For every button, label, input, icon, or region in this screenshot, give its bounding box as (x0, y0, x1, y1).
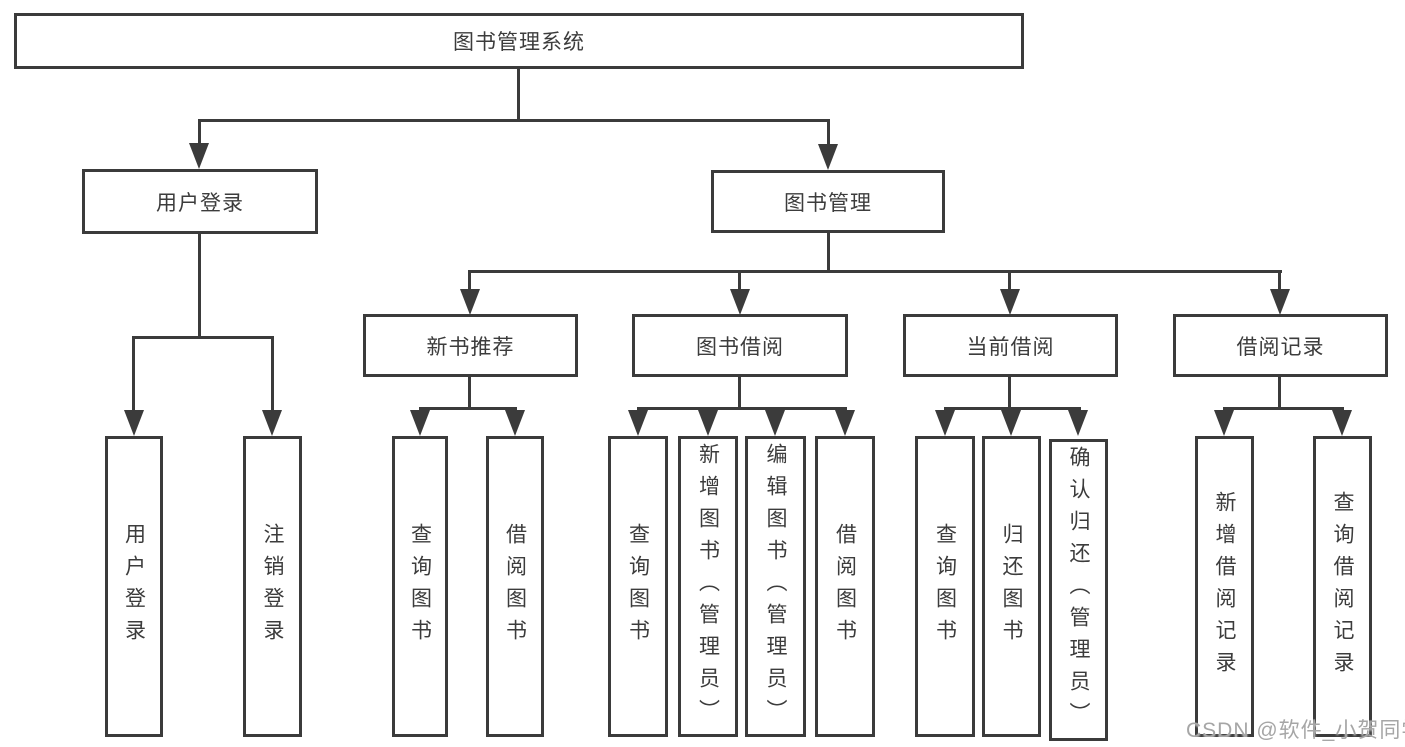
arrowhead-icon (410, 410, 430, 436)
node-label: 查询借阅记录 (1331, 490, 1354, 683)
node-label: 当前借阅 (966, 335, 1055, 359)
node-label: 图书管理系统 (453, 31, 585, 54)
connector-line (419, 407, 517, 410)
connector-line (198, 119, 201, 146)
node-label: 归还图书 (1000, 522, 1023, 651)
node-label: 借阅图书 (833, 522, 857, 651)
node-leaf-query-books-1: 查询图书 (392, 436, 448, 737)
connector-line (271, 336, 274, 412)
node-current-borrowing: 当前借阅 (903, 314, 1118, 377)
node-label: 图书管理 (784, 191, 872, 215)
arrowhead-icon (1214, 410, 1234, 436)
arrowhead-icon (765, 410, 785, 436)
node-label: 编辑图书（管理员） (764, 442, 787, 731)
node-label: 查询图书 (626, 522, 650, 651)
arrowhead-icon (818, 144, 838, 170)
node-user-login: 用户登录 (82, 169, 318, 234)
node-label: 用户登录 (122, 522, 146, 651)
node-label: 查询图书 (933, 522, 957, 651)
node-label: 查询图书 (408, 522, 432, 651)
node-label: 图书借阅 (696, 335, 784, 359)
connector-line (132, 336, 135, 412)
node-leaf-borrow-books-2: 借阅图书 (815, 436, 875, 737)
connector-line (198, 119, 830, 122)
connector-line (1278, 270, 1281, 292)
node-leaf-query-borrow-record: 查询借阅记录 (1313, 436, 1372, 737)
arrowhead-icon (730, 289, 750, 315)
node-label: 新书推荐 (426, 335, 515, 359)
node-label: 用户登录 (156, 191, 244, 215)
node-book-borrowing: 图书借阅 (632, 314, 848, 377)
arrowhead-icon (698, 410, 718, 436)
arrowhead-icon (1068, 410, 1088, 436)
arrowhead-icon (835, 410, 855, 436)
node-label: 新增借阅记录 (1213, 490, 1236, 683)
connector-line (827, 119, 830, 146)
arrowhead-icon (460, 289, 480, 315)
connector-line (1223, 407, 1344, 410)
connector-line (738, 270, 741, 292)
arrowhead-icon (189, 143, 209, 169)
connector-line (132, 336, 274, 339)
arrowhead-icon (628, 410, 648, 436)
arrowhead-icon (1270, 289, 1290, 315)
arrowhead-icon (262, 410, 282, 436)
node-leaf-borrow-books-1: 借阅图书 (486, 436, 544, 737)
node-label: 注销登录 (261, 522, 284, 651)
node-new-book-recommendation: 新书推荐 (363, 314, 578, 377)
connector-line (1278, 377, 1281, 409)
node-library-management-system: 图书管理系统 (14, 13, 1024, 69)
connector-line (637, 407, 847, 410)
watermark: CSDN @软件_小贺同学 (1186, 719, 1405, 742)
connector-line (517, 69, 520, 121)
connector-line (944, 407, 1081, 410)
connector-line (1008, 270, 1011, 292)
node-leaf-return-books: 归还图书 (982, 436, 1041, 737)
node-book-management: 图书管理 (711, 170, 945, 233)
node-leaf-add-books-admin: 新增图书（管理员） (678, 436, 738, 737)
node-label: 确认归还（管理员） (1067, 446, 1090, 734)
arrowhead-icon (1332, 410, 1352, 436)
arrowhead-icon (935, 410, 955, 436)
arrowhead-icon (124, 410, 144, 436)
node-label: 借阅图书 (503, 522, 527, 651)
arrowhead-icon (1001, 410, 1021, 436)
arrowhead-icon (1000, 289, 1020, 315)
connector-line (468, 270, 471, 292)
connector-line (469, 270, 1282, 273)
node-label: 新增图书（管理员） (696, 442, 720, 731)
connector-line (468, 377, 471, 409)
node-leaf-confirm-return-admin: 确认归还（管理员） (1049, 439, 1108, 741)
node-label: 借阅记录 (1236, 335, 1325, 359)
connector-line (198, 234, 201, 338)
node-borrowing-records: 借阅记录 (1173, 314, 1388, 377)
node-leaf-edit-books-admin: 编辑图书（管理员） (745, 436, 806, 737)
node-leaf-user-login: 用户登录 (105, 436, 163, 737)
node-leaf-query-books-2: 查询图书 (608, 436, 668, 737)
connector-line (827, 233, 830, 273)
node-leaf-logout: 注销登录 (243, 436, 302, 737)
connector-line (738, 377, 741, 409)
connector-line (1008, 377, 1011, 409)
node-leaf-query-books-3: 查询图书 (915, 436, 975, 737)
arrowhead-icon (505, 410, 525, 436)
node-leaf-add-borrow-record: 新增借阅记录 (1195, 436, 1254, 737)
